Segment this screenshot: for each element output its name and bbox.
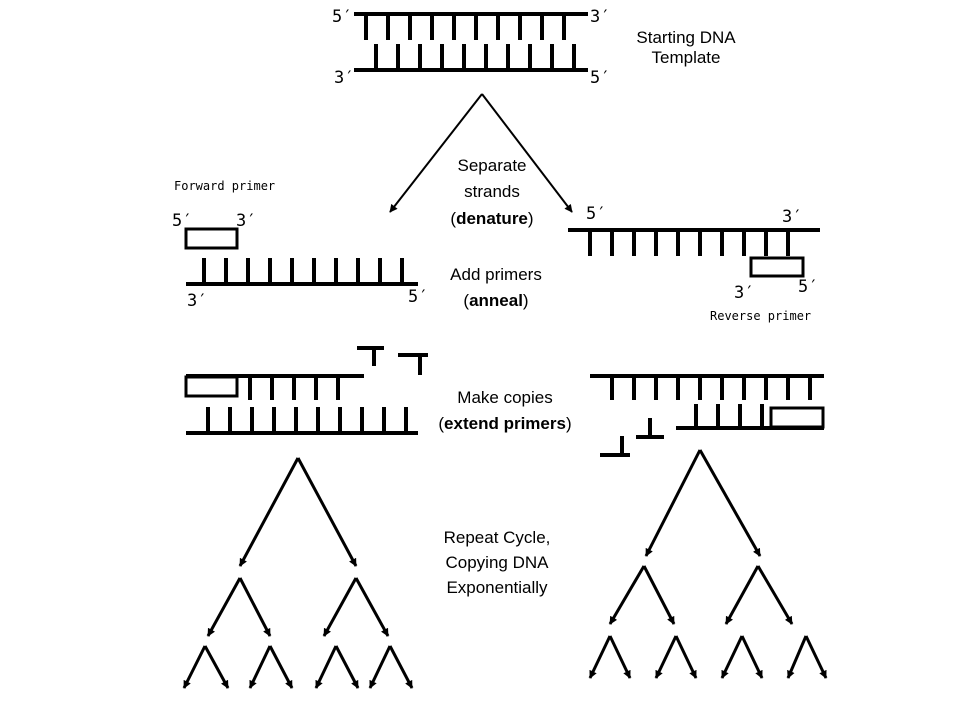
forward-primer — [184, 227, 239, 250]
starting-template: 5′ 3′ 3′ 5′ — [332, 7, 610, 88]
branch-arrow — [354, 577, 390, 637]
branch-arrow — [724, 565, 760, 625]
branch-arrow — [388, 645, 414, 689]
left-strand-bases — [202, 258, 404, 284]
reverse-primer — [749, 256, 805, 278]
reverse-primer-five-end: 5′ — [798, 277, 818, 297]
branch-arrow — [804, 635, 828, 679]
branch-arrow — [238, 577, 272, 637]
branch-arrow — [182, 645, 207, 689]
starting-label-line2: Template — [652, 48, 721, 67]
separate-line2: strands — [464, 182, 520, 201]
left-strand-three-end: 3′ — [187, 291, 207, 311]
branch-arrow — [756, 565, 794, 625]
forward-primer-five-end: 5′ — [172, 211, 192, 231]
template-bottom-bases — [374, 44, 576, 70]
branch-arrow — [608, 635, 632, 679]
branch-arrow — [698, 449, 762, 557]
free-nucleotide-1 — [357, 346, 384, 366]
template-top-right-end: 3′ — [590, 7, 610, 27]
branch-arrow — [296, 457, 358, 567]
extend-line2: (extend primers) — [438, 414, 571, 433]
right-strand-bases — [588, 230, 790, 256]
right-strand-three-end: 3′ — [782, 207, 802, 227]
left-new-strand-bases — [248, 376, 340, 400]
free-nucleotide-2 — [398, 353, 428, 375]
forward-primer-three-end: 3′ — [236, 211, 256, 231]
left-template-bases — [206, 407, 408, 433]
right-strand-five-end: 5′ — [586, 204, 606, 224]
repeat-line3: Exponentially — [446, 578, 548, 597]
right-extending-primer — [769, 406, 825, 429]
template-top-left-end: 5′ — [332, 7, 352, 27]
repeat-line2: Copying DNA — [446, 553, 550, 572]
right-template-bases — [610, 376, 812, 400]
free-nucleotide-3 — [636, 418, 664, 439]
replication-tree-right — [588, 449, 828, 679]
separate-line1: Separate — [458, 156, 527, 175]
branch-arrow — [322, 577, 358, 637]
reverse-primer-label: Reverse primer — [710, 309, 811, 323]
left-single-strand — [186, 258, 418, 286]
right-new-strand-bases — [694, 404, 764, 428]
branch-arrow — [588, 635, 612, 679]
template-bottom-left-end: 3′ — [334, 68, 354, 88]
branch-arrow — [206, 577, 242, 637]
branch-arrow — [268, 645, 294, 689]
template-bottom-right-end: 5′ — [590, 68, 610, 88]
anneal-line1: Add primers — [450, 265, 542, 284]
branch-arrow — [720, 635, 744, 679]
branch-arrow — [786, 635, 808, 679]
replication-tree-left — [182, 457, 414, 689]
branch-arrow — [238, 457, 300, 567]
branch-arrow — [203, 645, 230, 689]
left-extending-primer — [184, 375, 239, 398]
extend-line1: Make copies — [457, 388, 552, 407]
branch-arrow — [644, 449, 702, 557]
denature-arrow-left — [389, 93, 483, 213]
branch-arrow — [654, 635, 678, 679]
right-extension — [590, 374, 825, 457]
denature-arrow-right — [481, 93, 573, 213]
reverse-primer-three-end: 3′ — [734, 283, 754, 303]
branch-arrow — [740, 635, 764, 679]
branch-arrow — [368, 645, 392, 689]
branch-arrow — [642, 565, 676, 625]
branch-arrow — [608, 565, 646, 625]
branch-arrow — [248, 645, 272, 689]
branch-arrow — [334, 645, 360, 689]
right-single-strand — [568, 228, 820, 256]
forward-primer-label: Forward primer — [174, 179, 275, 193]
starting-label-line1: Starting DNA — [636, 28, 736, 47]
repeat-line1: Repeat Cycle, — [444, 528, 551, 547]
separate-line3: (denature) — [450, 209, 533, 228]
free-nucleotide-4 — [600, 436, 630, 457]
template-top-bases — [364, 14, 566, 40]
branch-arrow — [314, 645, 338, 689]
left-strand-five-end: 5′ — [408, 287, 428, 307]
left-extension — [184, 346, 428, 435]
branch-arrow — [674, 635, 698, 679]
anneal-line2: (anneal) — [463, 291, 528, 310]
